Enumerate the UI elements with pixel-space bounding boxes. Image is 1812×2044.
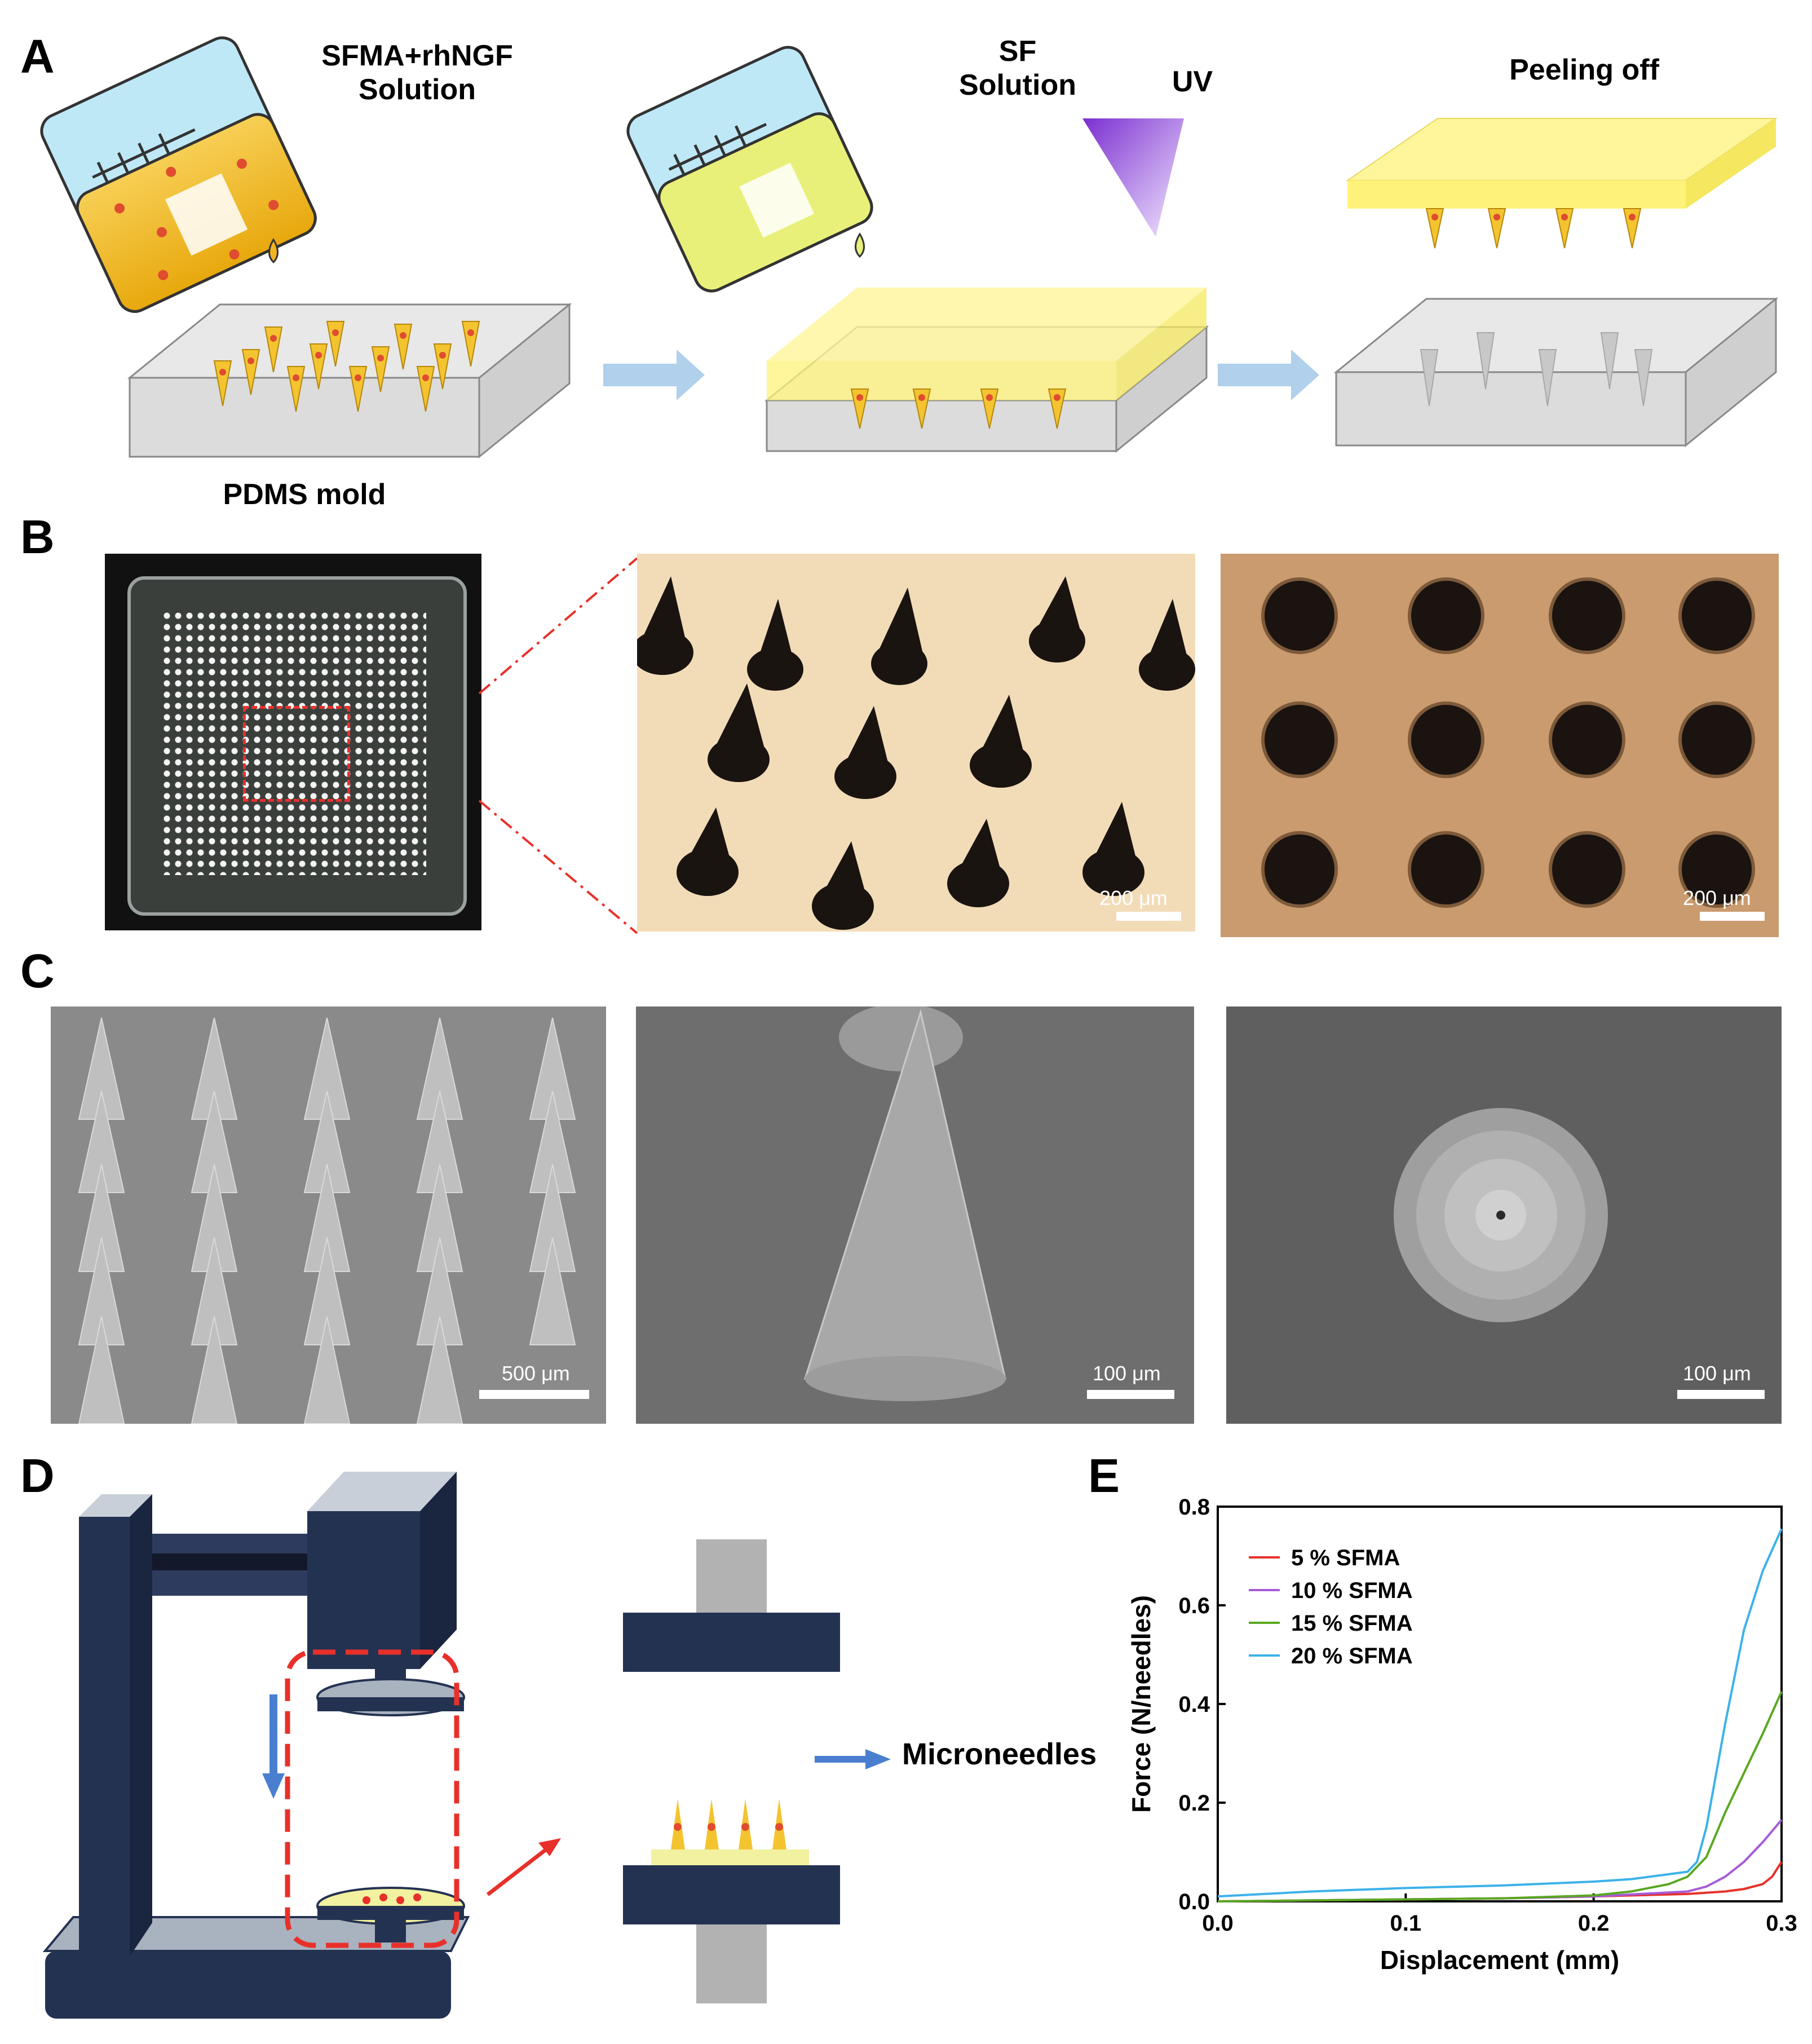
microneedle-side-photo: 200 μm [637,554,1195,932]
scale-label: 100 μm [1683,1362,1751,1385]
y-tick-label: 0.6 [1178,1593,1210,1618]
sem-top-view-image: 100 μm [1226,1006,1782,1424]
testing-machine-diagram [42,1472,891,2019]
pdms-mold-label: PDMS mold [223,478,386,511]
solution1-label-line2: Solution [359,73,476,106]
beaker-icon [40,36,317,313]
legend-label-2: 10 % SFMA [1291,1578,1413,1603]
x-tick-label: 0.1 [1390,1911,1422,1936]
arrow-right-icon [865,1749,891,1769]
solution1-label-line1: SFMA+rhNGF [321,39,513,72]
x-tick-label: 0.0 [1202,1911,1234,1936]
droplet-icon [855,232,865,258]
sem-array-image: 500 μm [51,1006,606,1424]
panel-letter-b: B [20,510,55,563]
arrow-right-icon [603,350,705,400]
x-tick-label: 0.2 [1578,1911,1610,1936]
series-line-3 [1217,1691,1783,1902]
peeled-patch [1345,118,1778,249]
scale-bar [1700,912,1765,921]
panel-letter-c: C [20,944,55,997]
y-tick-label: 0.2 [1178,1791,1210,1816]
legend-label-3: 15 % SFMA [1291,1611,1413,1636]
scale-bar [1116,912,1181,921]
scale-label: 200 μm [1683,886,1751,910]
pdms-mold-3 [1333,297,1779,448]
peeling-label: Peeling off [1509,54,1659,86]
microneedles-label: Microneedles [902,1737,1097,1771]
microneedle-patch-photo [105,554,481,930]
x-tick-label: 0.3 [1766,1911,1797,1936]
series-line-4 [1217,1528,1783,1898]
scale-bar [1087,1390,1174,1399]
pdms-mold-1 [127,302,572,459]
y-tick-label: 0.4 [1178,1692,1210,1717]
zoom-guide-lines [478,557,638,934]
solution1-label: SFMA+rhNGF Solution [310,39,524,107]
panel-letter-a: A [20,30,55,83]
scale-label: 100 μm [1093,1362,1161,1385]
x-axis-label: Displacement (mm) [1380,1945,1619,1975]
solution2-label: SF Solution [925,35,1111,103]
arrow-right-icon [1218,350,1319,400]
arrow-up-right-icon [538,1838,561,1856]
uv-label: UV [1172,65,1213,98]
panel-letter-e: E [1088,1449,1120,1502]
legend-label-4: 20 % SFMA [1291,1644,1413,1668]
sem-single-needle-image: 100 μm [636,1006,1194,1424]
pdms-mold-2 [764,288,1209,453]
panel-letter-d: D [20,1449,55,1502]
legend-label-1: 5 % SFMA [1291,1546,1400,1570]
solution2-label-line1: SF [998,35,1037,68]
solution2-label-line2: Solution [959,68,1076,101]
zoom-region-box [243,706,350,802]
scale-bar [1677,1390,1765,1399]
arrow-down-icon [262,1773,285,1799]
mold-cavities-photo: 200 μm [1221,554,1779,937]
scale-label: 200 μm [1099,886,1168,910]
droplet-icon [268,238,279,264]
y-tick-label: 0.8 [1178,1495,1210,1520]
scale-label: 500 μm [502,1362,570,1385]
uv-light-icon [1082,118,1184,237]
y-axis-label: Force (N/needles) [1126,1595,1156,1813]
force-displacement-chart: 0.0 0.1 0.2 0.3 0.0 0.2 0.4 0.6 0.8Displacement … [1126,1495,1797,1975]
beaker-icon [626,46,873,293]
scale-bar [479,1390,589,1399]
panel-a-schematic [40,36,1779,459]
y-tick-label: 0.0 [1178,1890,1210,1914]
